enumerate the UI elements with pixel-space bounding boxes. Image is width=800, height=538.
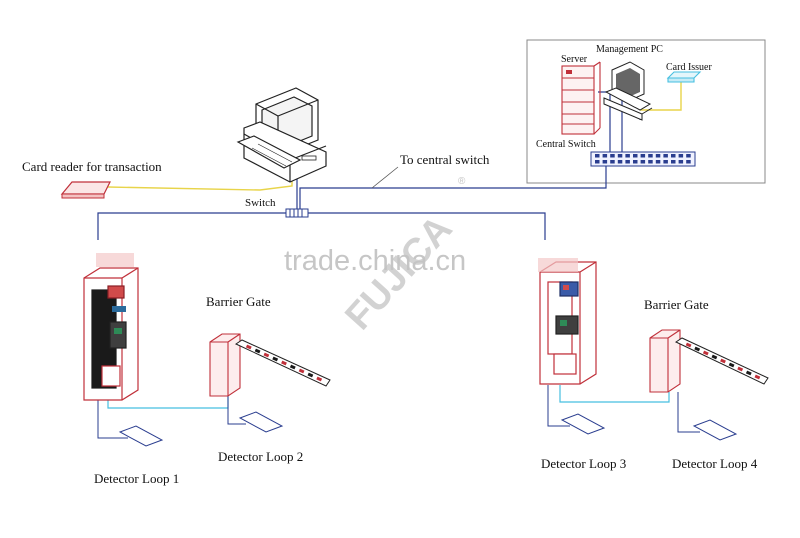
loop-cable-right-a: [559, 385, 670, 403]
barrier-gate-right: [649, 329, 769, 393]
label-barrier-gate-left: Barrier Gate: [206, 294, 271, 309]
management-area-box: [526, 39, 766, 184]
barrier-arm-stripe: [685, 342, 692, 348]
barrier-arm-stripe: [254, 348, 261, 354]
barrier-arm-right: [674, 337, 769, 385]
loop2-cable: [227, 395, 246, 425]
label-card-issuer: Card Issuer: [666, 62, 712, 73]
switch-port: [602, 154, 608, 158]
ticket-dispenser-left: [83, 267, 139, 401]
switch-port: [663, 160, 668, 164]
switch-port: [663, 154, 668, 158]
barrier-arm-stripe: [728, 362, 735, 368]
server-icon: [561, 61, 601, 135]
barrier-arm-stripe: [754, 374, 761, 380]
switch-port: [633, 160, 638, 164]
to-central-switch-pointer: [371, 166, 399, 189]
to-central-switch-cable: [299, 164, 607, 213]
computer-icon: [236, 87, 327, 183]
label-detector-loop-4: Detector Loop 4: [672, 456, 758, 471]
detector-loop-2-pad: [238, 411, 284, 433]
label-detector-loop-1: Detector Loop 1: [94, 471, 179, 486]
label-detector-loop-3: Detector Loop 3: [541, 456, 626, 471]
switch-port: [595, 154, 600, 158]
watermark-site: trade.china.cn: [284, 245, 466, 277]
switch-port: [610, 154, 615, 158]
detector-loop-3-pad: [560, 413, 606, 435]
label-detector-loop-2: Detector Loop 2: [218, 449, 303, 464]
ticket-dispenser-right: [539, 261, 597, 385]
switch-port: [648, 160, 653, 164]
watermark-registered: ®: [458, 176, 466, 187]
loop1-cable: [97, 398, 128, 439]
barrier-arm-stripe: [737, 366, 744, 372]
ticket-dispenser-right-top-blur: [538, 258, 578, 272]
barrier-arm-stripe: [245, 344, 252, 350]
switch-port: [686, 154, 691, 158]
switch-port: [655, 154, 661, 158]
loop4-cable: [677, 392, 700, 433]
switch-port: [655, 160, 661, 164]
label-barrier-gate-right: Barrier Gate: [644, 297, 709, 312]
barrier-gate-left: [209, 333, 331, 397]
barrier-arm-stripe: [711, 354, 718, 360]
barrier-arm-stripe: [289, 364, 296, 370]
barrier-arm-stripe: [263, 352, 270, 358]
switch-port: [678, 160, 684, 164]
switch-port: [617, 160, 623, 164]
barrier-arm-stripe: [272, 356, 279, 362]
barrier-arm-stripe: [298, 368, 305, 374]
switch-port: [625, 160, 630, 164]
barrier-arm-stripe: [745, 370, 752, 376]
switch-port: [602, 160, 608, 164]
label-server: Server: [561, 54, 588, 65]
label-card-reader: Card reader for transaction: [22, 159, 162, 174]
loop3-cable: [547, 385, 570, 427]
switch-port: [625, 154, 630, 158]
network-cable-left: [97, 212, 546, 240]
switch-port: [617, 154, 623, 158]
label-central-switch: Central Switch: [536, 139, 596, 150]
detector-loop-1-pad: [118, 425, 164, 447]
barrier-arm-stripe: [316, 376, 323, 382]
barrier-arm-stripe: [281, 360, 287, 366]
barrier-arm-stripe: [694, 346, 701, 352]
barrier-arm-stripe: [702, 350, 709, 356]
card-reader-icon: [60, 181, 111, 199]
card-issuer-icon: [666, 71, 702, 83]
switch-port: [686, 160, 691, 164]
switch-port: [671, 160, 676, 164]
ticket-dispenser-left-top-blur: [96, 253, 134, 267]
switch-port: [595, 160, 600, 164]
switch-port: [671, 154, 676, 158]
label-to-central-switch: To central switch: [400, 152, 490, 167]
label-switch: Switch: [245, 197, 276, 209]
switch-port: [633, 154, 638, 158]
central-switch-icon: [590, 151, 696, 167]
card-issuer-cable: [640, 78, 682, 111]
switch-port: [648, 154, 653, 158]
label-management-pc: Management PC: [596, 44, 663, 55]
detector-loop-4-pad: [692, 419, 738, 441]
switch-port: [678, 154, 684, 158]
barrier-arm-stripe: [307, 372, 314, 378]
barrier-arm-stripe: [720, 358, 726, 364]
switch-port: [640, 154, 646, 158]
management-pc-icon: [603, 61, 653, 121]
switch-port: [640, 160, 646, 164]
labels: Card reader for transaction To central s…: [22, 44, 758, 486]
switch-port: [610, 160, 615, 164]
detector-loops: [118, 411, 738, 447]
switch-device: [285, 208, 309, 218]
watermark: trade.china.cn FUJICA ®: [284, 176, 466, 338]
barrier-arm-left: [234, 339, 331, 387]
